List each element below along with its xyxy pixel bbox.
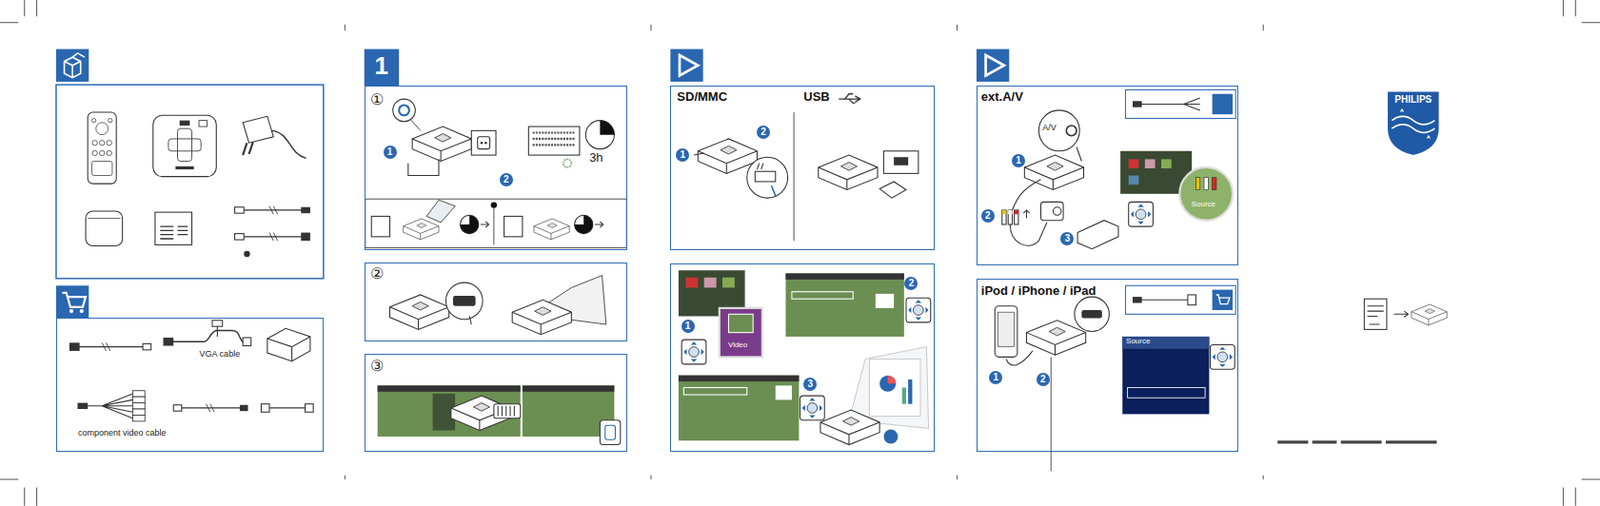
menu-label: Source	[1125, 337, 1150, 347]
callout-number: 2	[756, 125, 771, 139]
connect-panel: SD/MMC USB 1 2	[670, 85, 935, 251]
step-panel: ②	[364, 262, 629, 343]
callout-number: 3	[1060, 232, 1074, 246]
callout-number: 1	[675, 148, 690, 162]
brand-logo: PHILIPS	[1387, 94, 1440, 105]
panel-heading: SD/MMC	[676, 90, 728, 104]
menu-label: Video	[728, 341, 748, 351]
panel-heading: USB	[803, 90, 830, 104]
step-number: ②	[370, 265, 384, 283]
callout-number: 2	[981, 209, 995, 223]
callout-number: 1	[1011, 154, 1026, 168]
port-name: A/V	[1042, 123, 1057, 134]
duration: 3h	[589, 151, 603, 165]
step-panel: ③	[364, 354, 629, 453]
accessory-panel: VGA cable component video cable	[56, 317, 324, 452]
browse-panel: 1Video 2 3	[670, 263, 935, 453]
step-panel: ① 1 2 3h	[364, 85, 629, 251]
menu-label: Source	[1191, 200, 1216, 210]
callout-number: 1	[681, 319, 695, 334]
step-number: ③	[370, 357, 384, 376]
part-name: component video cable	[78, 429, 167, 439]
part-name: VGA cable	[199, 350, 241, 360]
connect-panel: iPod / iPhone / iPad 1 2 Source	[976, 278, 1240, 453]
callout-number: 2	[904, 276, 918, 291]
connect-panel: ext.A/V A/V 1 2 3 Source	[976, 85, 1240, 266]
callout-number: 1	[383, 145, 397, 159]
panel-heading: ext.A/V	[981, 90, 1024, 104]
step-number: ①	[370, 91, 384, 109]
callout-number: 2	[499, 173, 514, 187]
section-number: 1	[374, 52, 388, 80]
callout-number: 1	[988, 371, 1003, 385]
panel-heading: iPod / iPhone / iPad	[981, 284, 1097, 298]
callout-number: 2	[1036, 373, 1050, 387]
callout-number: 3	[803, 377, 817, 392]
